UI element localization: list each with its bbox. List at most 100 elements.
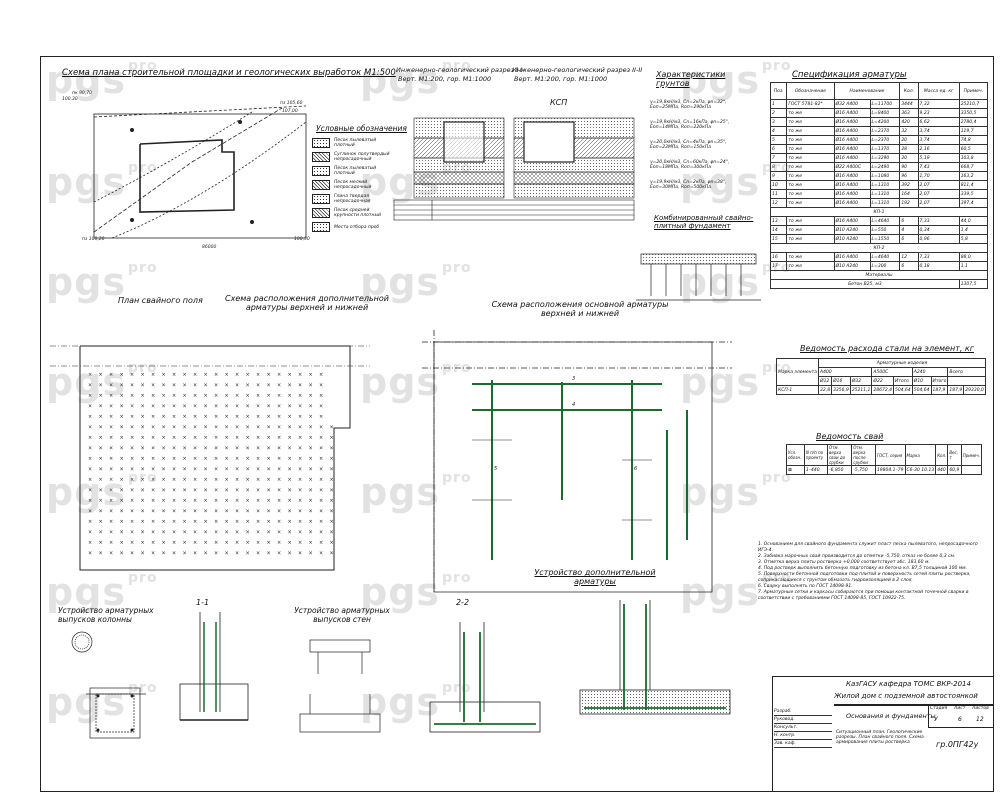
pile-marker: × (330, 477, 334, 483)
pile-marker: × (214, 498, 218, 504)
geo-section-2-title: Инженерно-геологический разрез II-II (512, 66, 643, 74)
pile-marker: × (193, 435, 197, 441)
pile-marker: × (309, 509, 313, 515)
spec-cell: Ø16 A400 (833, 180, 871, 190)
pile-marker: × (193, 404, 197, 410)
pile-marker: × (256, 488, 260, 494)
pile-marker: × (99, 488, 103, 494)
spec-header: Наименование (833, 82, 901, 100)
pile-marker: × (267, 456, 271, 462)
pile-marker: × (235, 551, 239, 557)
steel-usage-title: Ведомость расхода стали на элемент, кг (800, 344, 974, 353)
pile-marker: × (151, 393, 155, 399)
spec-cell: Ø16 A400 (833, 198, 871, 208)
pile-marker: × (88, 477, 92, 483)
spec-cell: Ø10 A240 (833, 234, 871, 244)
pile-marker: × (246, 446, 250, 452)
pile-marker: × (151, 372, 155, 378)
spec-header: Кол. (899, 82, 919, 100)
pile-marker: × (151, 530, 155, 536)
pile-marker: × (204, 530, 208, 536)
svg-text:86000: 86000 (202, 244, 216, 250)
steel-value: 187,9 (947, 385, 965, 395)
pile-marker: × (204, 477, 208, 483)
pile-marker: × (172, 488, 176, 494)
extra-rebar-device-title: Устройство дополнительной арматуры (534, 568, 656, 586)
legend-label: Песок средней крупности плотный (334, 208, 381, 218)
pile-marker: × (277, 456, 281, 462)
pile-marker: × (88, 393, 92, 399)
pile-marker: × (225, 425, 229, 431)
spec-cell: 74,8 (958, 135, 989, 145)
pile-marker: × (319, 488, 323, 494)
pile-marker: × (193, 456, 197, 462)
pile-marker: × (267, 530, 271, 536)
pile-marker: × (235, 425, 239, 431)
spec-cell: Ø32 A400 (833, 99, 871, 109)
pile-marker: × (225, 456, 229, 462)
pile-marker: × (309, 414, 313, 420)
pile-marker: × (183, 551, 187, 557)
pile-marker: × (267, 372, 271, 378)
title-block (772, 676, 994, 792)
pile-marker: × (319, 551, 323, 557)
stamp-roles: Разраб.Руковод.Консульт.Н. контр.Зав. ка… (774, 708, 832, 748)
soil-chars-title: Характеристики грунтов (656, 70, 726, 88)
pile-marker: × (319, 372, 323, 378)
spec-cell: 9 (769, 171, 788, 181)
pile-marker: × (214, 372, 218, 378)
pile-marker: × (109, 446, 113, 452)
pile-marker: × (309, 456, 313, 462)
pile-marker: × (193, 393, 197, 399)
pile-marker: × (183, 435, 187, 441)
spec-cell: Ø10 A240 (833, 261, 871, 271)
pile-marker: × (99, 425, 103, 431)
pile-marker: × (162, 540, 166, 546)
spec-cell: 16 (769, 252, 788, 262)
pile-marker: × (267, 446, 271, 452)
pile-marker: × (267, 435, 271, 441)
pile-marker: × (204, 467, 208, 473)
svg-text:107,00: 107,00 (282, 108, 298, 114)
pile-marker: × (162, 404, 166, 410)
pile-marker: × (298, 393, 302, 399)
legend-swatch (312, 180, 330, 190)
pile-header: Марка (904, 444, 937, 466)
pile-marker: × (162, 498, 166, 504)
spec-cell: Ø16 A400 (833, 126, 871, 136)
pile-marker: × (130, 540, 134, 546)
pile-marker: × (151, 551, 155, 557)
pile-marker: × (99, 414, 103, 420)
pile-marker: × (277, 372, 281, 378)
pile-marker: × (225, 467, 229, 473)
section-1-1-drawing (179, 612, 249, 721)
pile-marker: × (235, 446, 239, 452)
pile-marker: × (120, 540, 124, 546)
pile-marker: × (151, 456, 155, 462)
steel-value: 29330,0 (963, 385, 986, 395)
pile-marker: × (183, 467, 187, 473)
pile-marker: × (172, 435, 176, 441)
pile-marker: × (309, 467, 313, 473)
pile-header: Отм. верха сваи до срубки (827, 444, 853, 466)
spec-cell: 3,74 (917, 126, 960, 136)
pile-marker: × (109, 414, 113, 420)
spec-cell: Ø16 A400 (833, 216, 871, 226)
pile-marker: × (172, 446, 176, 452)
pile-marker: × (277, 414, 281, 420)
pile-marker: × (288, 488, 292, 494)
spec-cell: то же (786, 135, 835, 145)
pile-marker: × (309, 477, 313, 483)
pile-marker: × (141, 425, 145, 431)
